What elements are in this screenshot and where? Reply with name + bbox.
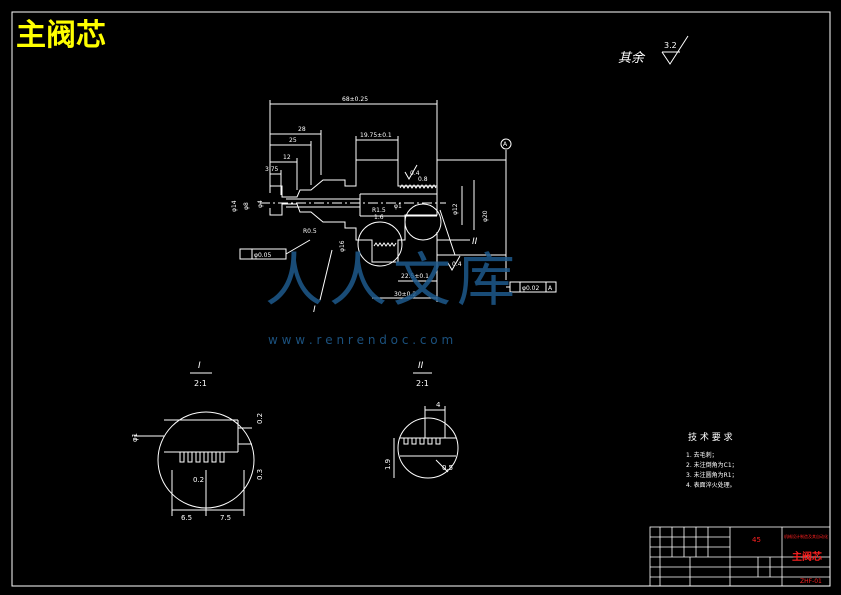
title-block-school: 机械设计制造及其自动化 [784, 533, 828, 539]
tech-requirements-title: 技 术 要 求 [688, 431, 733, 443]
dim-30: 30±0.2 [394, 291, 416, 298]
surface-roughness-note: 其余 3.2 [618, 35, 689, 66]
detail-i-0-2b: 0.2 [193, 476, 204, 484]
watermark-url: w w w . r e n r e n d o c . c o m [268, 333, 453, 347]
roughness-b: 0.4 [410, 170, 420, 177]
title-block-material: 45 [752, 536, 761, 544]
surface-note-value: 3.2 [664, 41, 677, 50]
dim-phi4: φ4 [257, 200, 264, 208]
tolerance-left-value: φ0.05 [254, 252, 272, 259]
dim-28: 28 [298, 126, 306, 133]
dim-phi-left: φ16 [339, 240, 346, 252]
tech-requirement-1: 1. 去毛刺； [686, 451, 718, 459]
dim-phi8: φ8 [243, 202, 250, 210]
detail-i-circle [357, 221, 403, 267]
tech-requirement-3: 3. 未注圆角为R1； [686, 471, 738, 479]
title-block [649, 526, 831, 587]
detail-ii-label: II [418, 361, 424, 371]
watermark: 人人文库 w w w . r e n r e n d o c . c o m [265, 246, 521, 347]
detail-ii-circle [404, 203, 442, 241]
tolerance-right-datum: A [548, 285, 553, 292]
dim-25: 25 [289, 137, 297, 144]
detail-ii-1-9: 1.9 [384, 459, 392, 470]
detail-ii-4: 4 [436, 401, 441, 409]
outer-frame [11, 11, 831, 587]
main-view [239, 100, 557, 302]
dim-phi1: φ1 [394, 203, 402, 210]
detail-i-0-3: 0.3 [256, 469, 264, 480]
dim-phi-right: φ12 [452, 203, 459, 215]
title-block-code: ZHF-01 [800, 578, 822, 585]
datum-a-label: A [503, 141, 508, 148]
dim-12: 12 [283, 154, 291, 161]
dim-22-5: 22.5±0.1 [401, 273, 429, 280]
detail-view-i [134, 372, 255, 516]
surface-note-label: 其余 [618, 50, 646, 66]
dim-19-75: 19.75±0.1 [360, 132, 392, 139]
detail-view-ii [393, 372, 459, 479]
tech-requirement-4: 4. 表面淬火处理。 [686, 481, 736, 489]
dim-3-75: 3.75 [265, 166, 279, 173]
datum-a-marker [500, 138, 512, 150]
detail-i-phi: φ1 [131, 433, 139, 442]
tolerance-right-value: φ0.02 [522, 285, 540, 292]
watermark-logo: 人人文库 [265, 246, 521, 314]
detail-i-0-2: 0.2 [256, 413, 264, 424]
roughness-symbol-icon [661, 35, 689, 65]
detail-i-label: I [198, 361, 201, 371]
dim-r05: R0.5 [303, 228, 317, 235]
detail-ii-0-5: 0.5 [442, 464, 453, 472]
section-i-label: I [313, 305, 316, 315]
detail-i-7-5: 7.5 [220, 514, 231, 522]
dim-r1-5: R1.5 [372, 207, 386, 214]
title-block-part-name: 主阀芯 [792, 550, 822, 563]
dim-overall-length: 68±0.25 [342, 96, 368, 103]
section-ii-label: II [472, 237, 478, 247]
detail-i-6-5: 6.5 [181, 514, 192, 522]
detail-i-scale: 2:1 [194, 379, 207, 388]
drawing-title: 主阀芯 [16, 18, 106, 53]
tech-requirement-2: 2. 未注倒角为C1； [686, 461, 738, 469]
roughness-a: 0.4 [452, 261, 462, 268]
detail-ii-scale: 2:1 [416, 379, 429, 388]
dim-phi14: φ14 [231, 200, 238, 212]
dim-1-6: 1.6 [374, 214, 384, 221]
dim-phi-big: φ20 [482, 210, 489, 222]
roughness-c: 0.8 [418, 176, 428, 183]
